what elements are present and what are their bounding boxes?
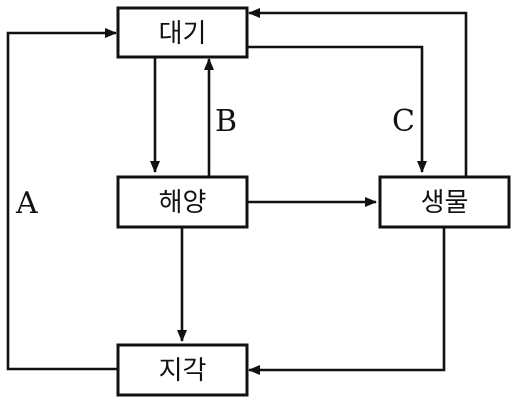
node-ocean: 해양 xyxy=(116,175,249,229)
node-biosphere-label: 생물 xyxy=(421,188,469,218)
node-geosphere-label: 지각 xyxy=(159,356,207,386)
node-atmosphere-label: 대기 xyxy=(159,19,207,49)
node-biosphere: 생물 xyxy=(378,175,511,229)
arrow-geosphere-to-atmosphere xyxy=(6,28,118,371)
edge-label-c: C xyxy=(392,104,415,139)
arrow-atmosphere-to-biosphere xyxy=(247,45,427,173)
node-ocean-label: 해양 xyxy=(159,188,207,218)
arrow-biosphere-to-atmosphere xyxy=(248,8,468,177)
arrow-biosphere-to-geosphere xyxy=(248,227,446,375)
node-atmosphere: 대기 xyxy=(116,6,249,59)
node-geosphere: 지각 xyxy=(116,343,249,397)
edge-label-a: A xyxy=(15,186,38,221)
edge-label-b: B xyxy=(215,104,237,139)
